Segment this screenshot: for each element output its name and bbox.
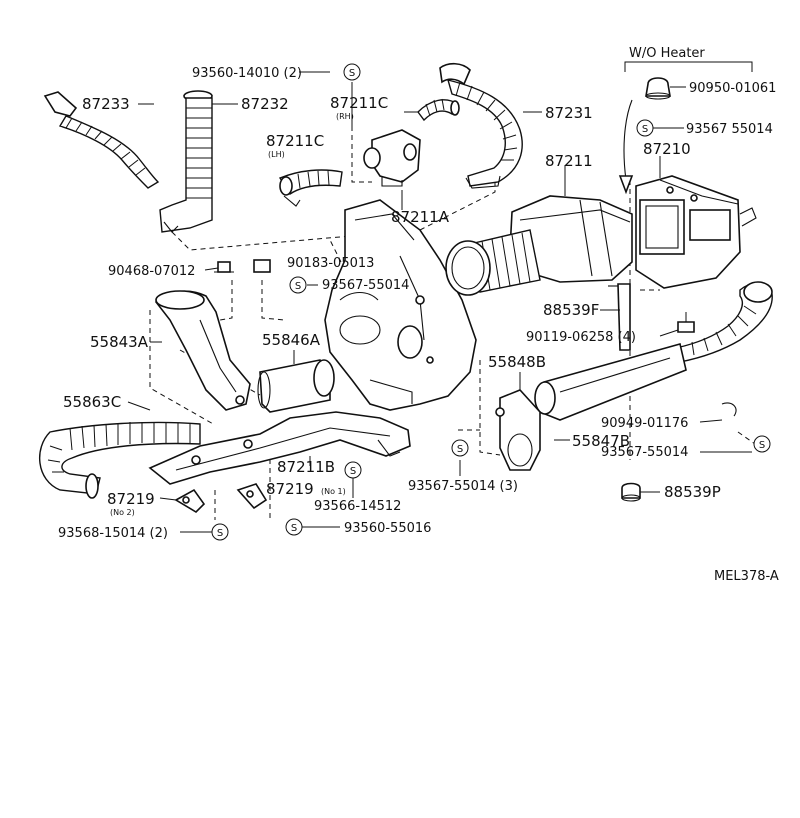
label-93568-15014: 93568-15014 (2) bbox=[58, 526, 168, 541]
label-90949-01176: 90949-01176 bbox=[601, 416, 688, 431]
label-93567-55014-right: 93567-55014 bbox=[601, 445, 688, 460]
label-87219-no2-note: (No 2) bbox=[110, 508, 135, 517]
hose-87231 bbox=[439, 62, 523, 189]
bracket-87219-no1 bbox=[236, 483, 268, 510]
svg-text:S: S bbox=[295, 281, 301, 292]
label-87211c-rh-note: (RH) bbox=[336, 112, 354, 121]
label-55847b: 55847B bbox=[572, 432, 630, 450]
label-55848b: 55848B bbox=[488, 353, 546, 371]
label-90950-01061: 90950-01061 bbox=[689, 81, 776, 96]
canister-55846a bbox=[257, 359, 335, 413]
label-93567-55014-mid: 93567-55014 bbox=[322, 278, 409, 293]
label-88539p: 88539P bbox=[664, 483, 721, 501]
label-90183-05013: 90183-05013 bbox=[287, 256, 374, 271]
duct-55843a bbox=[155, 290, 251, 411]
duct-87211b bbox=[148, 411, 411, 485]
valve-87211a bbox=[363, 129, 421, 187]
label-90468-07012: 90468-07012 bbox=[108, 264, 195, 279]
label-87211b: 87211B bbox=[277, 458, 335, 476]
clip-90183 bbox=[253, 259, 271, 273]
hose-87211c-rh bbox=[417, 98, 460, 122]
label-87219-no2: 87219 bbox=[107, 490, 155, 508]
svg-text:S: S bbox=[217, 528, 223, 539]
bracket-87219-no2 bbox=[174, 488, 206, 514]
clip-90949 bbox=[721, 402, 737, 417]
circle-s-icon: S bbox=[451, 439, 469, 457]
hose-55863c bbox=[38, 421, 201, 499]
circle-s-icon: S bbox=[285, 518, 303, 536]
label-87219-no1: 87219 bbox=[266, 480, 314, 498]
label-93567-55014-top: 93567 55014 bbox=[686, 122, 773, 137]
circle-s-icon: S bbox=[344, 461, 362, 479]
svg-text:S: S bbox=[291, 523, 297, 534]
label-87233: 87233 bbox=[82, 95, 130, 113]
circle-s-icon: S bbox=[211, 523, 229, 541]
svg-text:S: S bbox=[349, 68, 355, 79]
engine-timing-cover bbox=[324, 199, 477, 411]
hose-87233 bbox=[43, 91, 160, 189]
circle-s-icon: S bbox=[753, 435, 771, 453]
diagram-code: MEL378-A bbox=[714, 569, 779, 584]
grommet-88539p bbox=[621, 482, 641, 502]
circle-s-icon: S bbox=[636, 119, 654, 137]
label-87232: 87232 bbox=[241, 95, 289, 113]
label-93566-14512: 93566-14512 bbox=[314, 499, 401, 514]
label-90119-06258: 90119-06258 (4) bbox=[526, 330, 636, 345]
label-87210: 87210 bbox=[643, 140, 691, 158]
label-93567-55014-3: 93567-55014 (3) bbox=[408, 479, 518, 494]
hose-87211c-lh bbox=[278, 169, 343, 207]
svg-text:S: S bbox=[457, 444, 463, 455]
label-87211a: 87211A bbox=[391, 208, 450, 226]
valve-box-87210 bbox=[635, 175, 757, 289]
label-93560-14010: 93560-14010 (2) bbox=[192, 66, 302, 81]
svg-text:S: S bbox=[642, 124, 648, 135]
label-55863c: 55863C bbox=[63, 393, 121, 411]
label-55843a: 55843A bbox=[90, 333, 149, 351]
air-cleaner-87211 bbox=[445, 195, 633, 296]
wo-heater-label: W/O Heater bbox=[629, 46, 705, 61]
solid-leaders bbox=[127, 71, 752, 533]
circle-s-icon: S bbox=[343, 63, 361, 81]
label-88539f: 88539F bbox=[543, 301, 599, 319]
bracket-55848b bbox=[495, 389, 541, 471]
arrow-indicator bbox=[618, 99, 634, 195]
label-87231: 87231 bbox=[545, 104, 593, 122]
label-87211: 87211 bbox=[545, 152, 593, 170]
pipe-88539f bbox=[608, 283, 631, 351]
hose-87232 bbox=[159, 90, 213, 233]
svg-text:S: S bbox=[350, 466, 356, 477]
svg-text:S: S bbox=[759, 440, 765, 451]
label-87211c-rh: 87211C bbox=[330, 94, 388, 112]
label-87211c-lh: 87211C bbox=[266, 132, 324, 150]
bolt-90119 bbox=[677, 312, 695, 333]
label-93560-55016: 93560-55016 bbox=[344, 521, 431, 536]
label-87219-no1-note: (No 1) bbox=[321, 487, 346, 496]
label-87211c-lh-note: (LH) bbox=[268, 150, 285, 159]
circle-s-icon: S bbox=[289, 276, 307, 294]
label-55846a: 55846A bbox=[262, 331, 321, 349]
grommet-90950 bbox=[645, 77, 671, 100]
clip-90468 bbox=[214, 261, 234, 273]
hose-55847b bbox=[534, 281, 773, 421]
